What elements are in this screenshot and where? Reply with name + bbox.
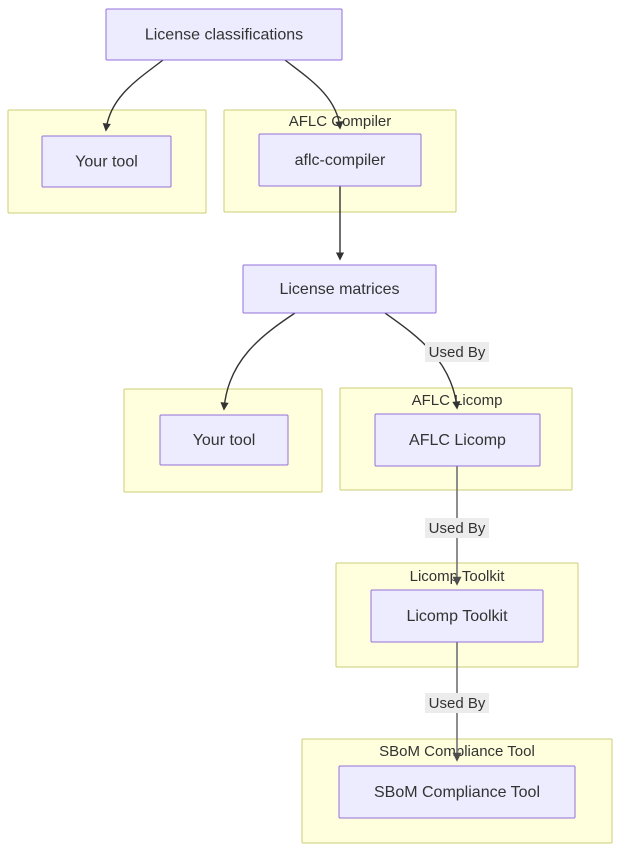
node-sbom-compliance-tool[interactable]: SBoM Compliance Tool: [338, 765, 576, 819]
edge-classifications-to-aflc-compiler: [284, 59, 344, 130]
node-license-classifications[interactable]: License classifications: [105, 8, 343, 61]
node-license-matrices-rect: [242, 264, 437, 314]
edge-matrices-to-your-tool-mid: [220, 312, 296, 411]
node-license-matrices-label: License matrices: [279, 281, 399, 298]
node-aflc-compiler[interactable]: aflc-compiler: [258, 133, 422, 187]
node-licomp-toolkit-label: Licomp Toolkit: [406, 608, 508, 625]
edge-classifications-to-your-tool: [102, 59, 164, 132]
node-your-tool-mid[interactable]: Your tool: [159, 414, 289, 466]
edge-label-used-by-1-bg: [425, 342, 489, 362]
edge-label-used-by-2: Used By: [425, 518, 489, 538]
node-your-tool-top-label: Your tool: [75, 154, 138, 171]
node-license-classifications-rect: [105, 8, 343, 61]
node-licomp-toolkit[interactable]: Licomp Toolkit: [370, 589, 544, 643]
node-license-matrices[interactable]: License matrices: [242, 264, 437, 314]
node-aflc-licomp-label: AFLC Licomp: [409, 432, 506, 449]
edge-label-used-by-1-text: Used By: [429, 344, 486, 361]
node-your-tool-mid-rect: [159, 414, 289, 466]
node-aflc-compiler-rect: [258, 133, 422, 187]
node-your-tool-top-rect: [41, 135, 172, 188]
node-your-tool-top[interactable]: Your tool: [41, 135, 172, 188]
edge-label-used-by-1: Used By: [425, 342, 489, 362]
node-aflc-compiler-label: aflc-compiler: [295, 152, 386, 169]
edge-label-used-by-3-bg: [425, 693, 489, 713]
cluster-aflc-licomp-label: AFLC Licomp: [412, 392, 503, 409]
node-licomp-toolkit-rect: [370, 589, 544, 643]
edge-labels-layer: Used By Used By Used By: [425, 342, 489, 713]
edge-label-used-by-3-text: Used By: [429, 695, 486, 712]
node-aflc-licomp-rect: [374, 413, 541, 467]
edge-label-used-by-2-bg: [425, 518, 489, 538]
node-sbom-compliance-tool-rect: [338, 765, 576, 819]
node-aflc-licomp[interactable]: AFLC Licomp: [374, 413, 541, 467]
node-license-classifications-label: License classifications: [145, 27, 303, 44]
node-your-tool-mid-label: Your tool: [193, 432, 256, 449]
node-sbom-compliance-tool-label: SBoM Compliance Tool: [374, 784, 540, 801]
edge-label-used-by-3: Used By: [425, 693, 489, 713]
edge-label-used-by-2-text: Used By: [429, 520, 486, 537]
